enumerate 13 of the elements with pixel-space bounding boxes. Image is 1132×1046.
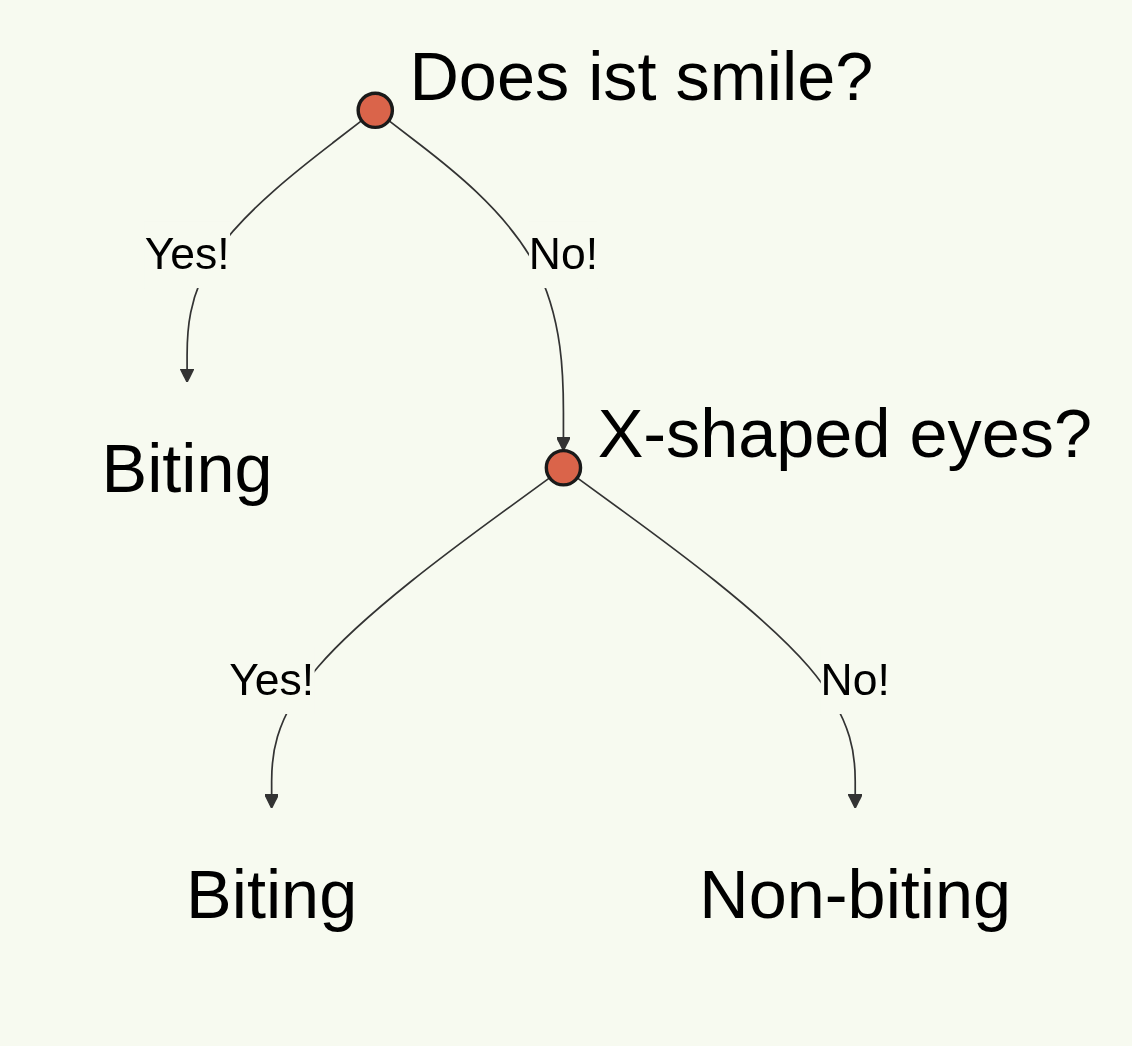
- arrow: [576, 476, 863, 809]
- arrow: [264, 476, 551, 809]
- node-circle: [544, 448, 583, 487]
- question-text: Does ist smile?: [409, 39, 874, 115]
- edge-label: Yes!: [144, 228, 230, 280]
- edge-label: No!: [528, 228, 599, 280]
- node-text: Non-biting: [699, 856, 1012, 932]
- question-text: X-shaped eyes?: [597, 396, 1092, 472]
- edge-label: No!: [820, 654, 890, 706]
- node-text: Biting: [186, 856, 358, 932]
- node-circle: [356, 91, 395, 130]
- edge-label: Yes!: [229, 654, 315, 706]
- node-text: Biting: [101, 430, 273, 506]
